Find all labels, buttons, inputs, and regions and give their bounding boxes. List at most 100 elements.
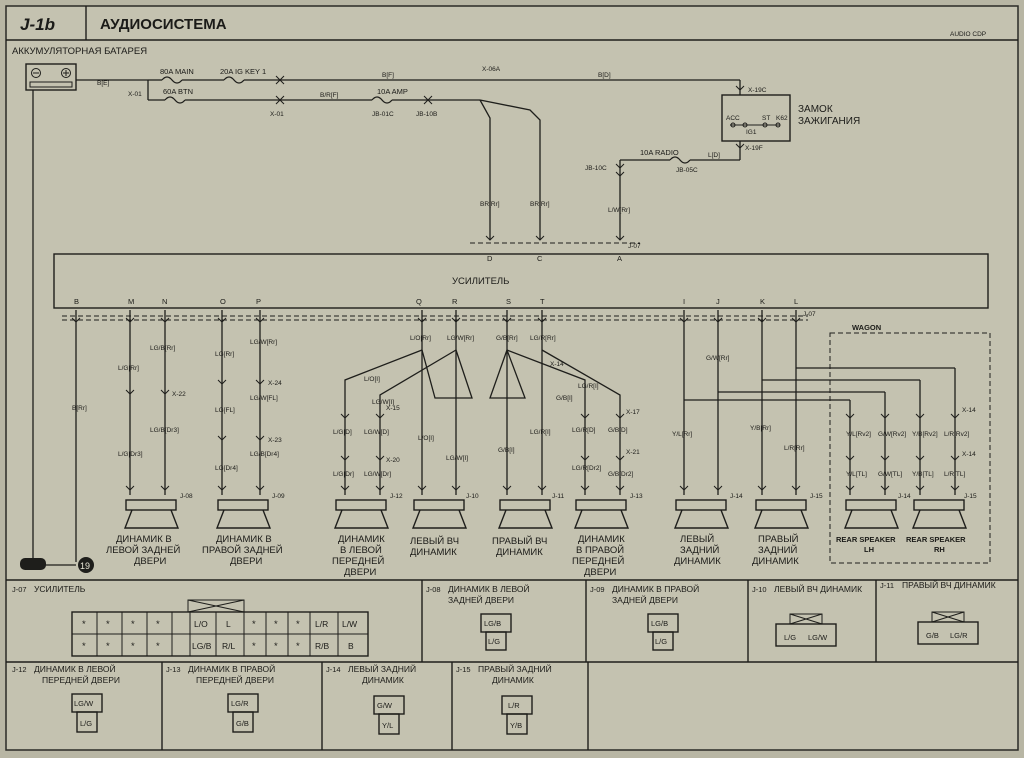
- speaker-code: J-11: [552, 493, 565, 500]
- legend-pin: L/G: [655, 637, 667, 646]
- legend-pin: Y/L: [382, 721, 393, 730]
- wire-label: Y/B[Rr]: [750, 425, 771, 432]
- connector-label: X-01: [270, 111, 284, 118]
- legend-title: ПРАВЫЙ ВЧ ДИНАМИК: [902, 579, 996, 590]
- speaker-label: В ЛЕВОЙ: [340, 544, 382, 556]
- svg-text:*: *: [296, 641, 300, 652]
- amp-pin-label: N: [162, 297, 167, 306]
- svg-text:*: *: [274, 619, 278, 630]
- wire-label: BR[Rr]: [530, 201, 550, 208]
- wire-label: L[D]: [708, 152, 720, 159]
- splice-label: X-20: [386, 457, 400, 464]
- amp-pin-label: S: [506, 297, 511, 306]
- wire-label: L/R[Rv2]: [944, 431, 969, 438]
- wire-label: G/W[Rr]: [706, 355, 730, 362]
- legend-title: ДИНАМИК: [362, 675, 404, 685]
- splice-label: X-21: [626, 449, 640, 456]
- connector-label: JB-01C: [372, 111, 394, 118]
- legend-title: ПРАВЫЙ ЗАДНИЙ: [478, 663, 552, 674]
- speaker-rear-lh: J-14 REAR SPEAKER LH: [836, 493, 911, 554]
- wire-label: L/G[D]: [333, 429, 352, 436]
- header: J-1b АУДИОСИСТЕМА AUDIO CDP: [6, 6, 1018, 41]
- legend-pin: G/B: [926, 631, 939, 640]
- speaker-rear-rh: J-15 REAR SPEAKER RH: [906, 493, 977, 554]
- wire-label: LG[Dr4]: [215, 465, 238, 472]
- legend-title: ЛЕВЫЙ ВЧ ДИНАМИК: [774, 583, 862, 594]
- svg-text:*: *: [82, 619, 86, 630]
- splice-label: X-22: [172, 391, 186, 398]
- speaker-j13: J-13 ДИНАМИК В ПРАВОЙ ПЕРЕДНЕЙ ДВЕРИ: [572, 493, 643, 578]
- legend-pin: R/B: [315, 641, 330, 651]
- legend-j12: J-12 ДИНАМИК В ЛЕВОЙ ПЕРЕДНЕЙ ДВЕРИ LG/W…: [12, 663, 120, 733]
- amp-pin-label: B: [74, 297, 79, 306]
- legend-code: J-13: [166, 665, 181, 674]
- splice-label: X-14: [962, 407, 976, 414]
- speaker-label: ПРАВОЙ ЗАДНЕЙ: [202, 544, 283, 556]
- wire-label: LG/W[I]: [446, 455, 468, 462]
- splice-label: X-17: [626, 409, 640, 416]
- diagram-title: АУДИОСИСТЕМА: [100, 16, 227, 33]
- legend-title: ПЕРЕДНЕЙ ДВЕРИ: [42, 674, 120, 685]
- speaker-label: ДВЕРИ: [584, 567, 616, 578]
- legend-star-marks: **** *** **** ***: [82, 619, 300, 652]
- amplifier: УСИЛИТЕЛЬ B M N O P Q R S T I J K L J-07: [53, 253, 989, 318]
- speaker-label: REAR SPEAKER: [906, 535, 966, 544]
- legend-pin: Y/B: [510, 721, 522, 730]
- legend-code: J-14: [326, 665, 341, 674]
- legend-j14: J-14 ЛЕВЫЙ ЗАДНИЙ ДИНАМИК G/W Y/L: [326, 663, 416, 735]
- legend-j13: J-13 ДИНАМИК В ПРАВОЙ ПЕРЕДНЕЙ ДВЕРИ LG/…: [166, 663, 275, 733]
- amp-pin-label: M: [128, 297, 134, 306]
- fuse-radio-label: 10A RADIO: [640, 148, 679, 157]
- ground: 19: [20, 557, 94, 573]
- legend-j11: J-11 ПРАВЫЙ ВЧ ДИНАМИК G/B LG/R: [880, 579, 996, 645]
- legend-title: ДИНАМИК В ПРАВОЙ: [612, 583, 699, 594]
- wire-label: L/G[Rr]: [118, 365, 139, 372]
- wire-label: B[F]: [382, 72, 394, 79]
- speaker-code: J-15: [810, 493, 823, 500]
- amp-pin-label: R: [452, 297, 458, 306]
- wire-label: G/W[TL]: [878, 471, 902, 478]
- ground-number: 19: [80, 561, 90, 571]
- wire-label: Y/L[Rr]: [672, 431, 692, 438]
- ignition-label: ЗАЖИГАНИЯ: [798, 116, 860, 127]
- legend-pin: LG/W: [808, 633, 828, 642]
- wire-label: G/B[D]: [608, 427, 628, 434]
- legend-code: J-07: [12, 585, 27, 594]
- svg-text:*: *: [131, 619, 135, 630]
- wire-label: G/W[Rv2]: [878, 431, 906, 438]
- legend-code: J-12: [12, 665, 27, 674]
- fuse-igkey-label: 20A IG KEY 1: [220, 67, 266, 76]
- legend-j08: J-08 ДИНАМИК В ЛЕВОЙ ЗАДНЕЙ ДВЕРИ LG/B L…: [426, 583, 530, 651]
- wire-label: L/G[Dr]: [333, 471, 354, 478]
- legend-pin: L/G: [784, 633, 796, 642]
- wire-label: LG/W[I]: [372, 399, 394, 406]
- power-wiring: 80A MAIN 60A BTN 20A IG KEY 1 10A AMP 10…: [32, 66, 860, 565]
- battery-label: АККУМУЛЯТОРНАЯ БАТАРЕЯ: [12, 46, 147, 57]
- speaker-j09: J-09 ДИНАМИК В ПРАВОЙ ЗАДНЕЙ ДВЕРИ: [202, 493, 285, 567]
- legend-j15: J-15 ПРАВЫЙ ЗАДНИЙ ДИНАМИК L/R Y/B: [456, 663, 552, 735]
- wire-label: Y/B[TL]: [912, 471, 934, 478]
- amp-pin-label: O: [220, 297, 226, 306]
- legend-pin: L/W: [342, 619, 357, 629]
- wire-label: LG/B[Rr]: [150, 345, 175, 352]
- ignition-pin-label: ST: [762, 115, 770, 122]
- wire-label: L/W[Rr]: [608, 207, 630, 214]
- connector-label: X-19C: [748, 87, 767, 94]
- speaker-j15: J-15 ПРАВЫЙ ЗАДНИЙ ДИНАМИК: [752, 493, 823, 567]
- speaker-label: ДВЕРИ: [230, 556, 262, 567]
- speaker-j11: J-11 ПРАВЫЙ ВЧ ДИНАМИК: [492, 493, 565, 558]
- legend-pin: G/B: [236, 719, 249, 728]
- wire-label: L/R[Rr]: [784, 445, 805, 452]
- legend-title: ЗАДНЕЙ ДВЕРИ: [612, 594, 678, 605]
- speaker-symbols: J-08 ДИНАМИК В ЛЕВОЙ ЗАДНЕЙ ДВЕРИ J-09 Д…: [106, 493, 977, 578]
- amp-pin-label: P: [256, 297, 261, 306]
- wire-label: G/B[Rr]: [496, 335, 518, 342]
- connector-label: JB-10C: [585, 165, 607, 172]
- wire-label: Y/B[Rv2]: [912, 431, 938, 438]
- speaker-label: ДИНАМИК: [410, 547, 457, 558]
- speaker-label: ЛЕВЫЙ: [680, 533, 714, 545]
- speaker-label: ДИНАМИК: [578, 534, 625, 545]
- legend-pin: L/G: [488, 637, 500, 646]
- speaker-wiring: B[Rr] L/G[Rr] LG/B[Rr] LG/B[Dr3] L/G[Dr3…: [62, 310, 991, 564]
